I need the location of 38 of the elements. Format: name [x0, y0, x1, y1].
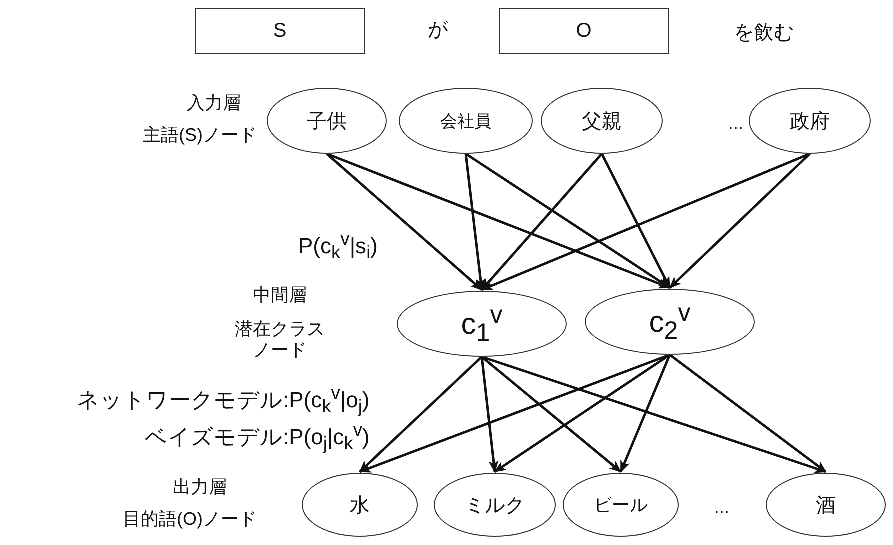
layer-label: 目的語(O)ノード — [123, 509, 257, 531]
arrow — [465, 152, 671, 290]
connecting-word: が — [428, 18, 448, 42]
slot-box: O — [499, 8, 669, 54]
arrow — [481, 152, 810, 292]
layer-label: 中間層 — [253, 285, 307, 307]
node-ellipse: 子供 — [267, 88, 387, 154]
probability-label: P(c$_{k}$$^{v}$|s$_{i}$) — [298, 228, 378, 264]
ellipsis: … — [714, 498, 730, 518]
arrow — [481, 153, 603, 291]
node-ellipse: ミルク — [434, 473, 556, 537]
node-ellipse: ビール — [563, 473, 679, 537]
layer-label: 主語(S)ノード — [143, 125, 257, 147]
layer-label: 潜在クラスノード — [234, 318, 326, 362]
layer-label: 出力層 — [173, 477, 227, 499]
model-label: ベイズモデル:P(o$_{j}$|c$_{k}$$^{v}$) — [145, 419, 370, 455]
arrow — [482, 356, 827, 474]
node-ellipse: 政府 — [749, 88, 871, 154]
arrow — [481, 356, 622, 473]
node-ellipse: 水 — [302, 473, 418, 537]
node-ellipse: 父親 — [541, 88, 663, 154]
slot-box: S — [195, 8, 365, 54]
node-ellipse: 会社員 — [399, 88, 533, 154]
arrow — [326, 153, 483, 291]
arrow — [464, 154, 486, 291]
arrow — [480, 356, 499, 473]
arrow — [669, 354, 827, 473]
arrow — [669, 153, 811, 289]
arrow — [620, 354, 672, 473]
node-ellipse: 酒 — [766, 473, 886, 537]
layer-label: 入力層 — [187, 93, 241, 115]
arrow — [600, 153, 672, 289]
arrow — [359, 356, 483, 473]
model-label: ネットワークモデル:P(c$_{k}$$^{v}$|o$_{j}$) — [77, 382, 370, 418]
verb-text: を飲む — [734, 21, 794, 45]
arrow — [326, 152, 671, 290]
ellipsis: … — [728, 114, 744, 134]
arrow — [359, 354, 670, 474]
